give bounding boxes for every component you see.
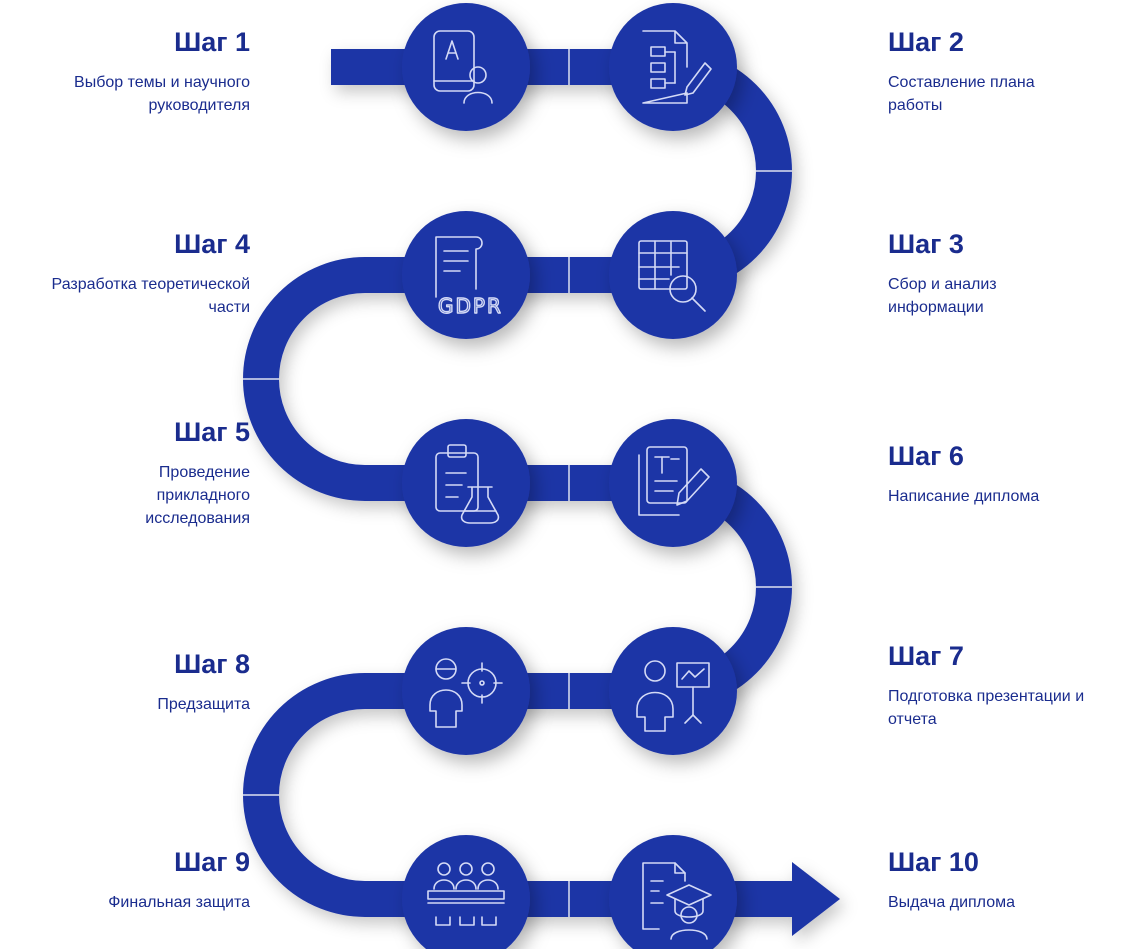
step-description: Составление плана работы	[888, 74, 1035, 114]
presenter-chart-icon	[636, 660, 710, 732]
clipboard-flask-icon	[435, 444, 500, 524]
step-title: Шаг 2	[888, 27, 964, 57]
step-9-circle	[402, 835, 530, 949]
step-4: Шаг 4 Разработка теоретической части	[0, 228, 250, 319]
document-plan-pencil-icon	[642, 30, 712, 104]
step-description: Разработка теоретической части	[51, 276, 250, 316]
step-7: Шаг 7 Подготовка презентации и отчета	[888, 640, 1136, 731]
step-5-circle	[402, 419, 530, 547]
document-graduate-icon	[642, 862, 712, 940]
step-1: Шаг 1 Выбор темы и научного руководителя	[0, 26, 250, 117]
step-description: Подготовка презентации и отчета	[888, 688, 1085, 728]
step-description: Финальная защита	[108, 894, 250, 911]
step-3: Шаг 3 Сбор и анализ информации	[888, 228, 1136, 319]
step-description: Проведение прикладного исследования	[145, 464, 250, 527]
gdpr-scroll-icon: GDPR	[435, 236, 503, 319]
step-8-circle	[402, 627, 530, 755]
student-id-icon	[433, 30, 493, 104]
svg-text:GDPR: GDPR	[438, 294, 503, 318]
step-description: Выдача диплома	[888, 894, 1015, 911]
person-target-icon	[429, 658, 503, 728]
step-10-circle	[609, 835, 737, 949]
step-4-circle: GDPR	[402, 211, 530, 339]
road-path	[243, 49, 840, 936]
step-title: Шаг 9	[174, 847, 250, 877]
documents-pen-icon	[638, 446, 710, 516]
table-magnifier-icon	[638, 240, 706, 312]
step-3-circle	[609, 211, 737, 339]
step-10: Шаг 10 Выдача диплома	[888, 846, 1136, 914]
step-6: Шаг 6 Написание диплома	[888, 440, 1136, 508]
step-title: Шаг 1	[174, 27, 250, 57]
step-9: Шаг 9 Финальная защита	[0, 846, 250, 914]
step-2: Шаг 2 Составление плана работы	[888, 26, 1136, 117]
road-separators	[243, 49, 792, 917]
step-description: Предзащита	[157, 696, 250, 713]
step-title: Шаг 3	[888, 229, 964, 259]
step-5: Шаг 5 Проведение прикладного исследовани…	[0, 416, 250, 530]
step-description: Выбор темы и научного руководителя	[74, 74, 250, 114]
step-6-circle	[609, 419, 737, 547]
step-description: Написание диплома	[888, 488, 1040, 505]
step-2-circle	[609, 3, 737, 131]
step-description: Сбор и анализ информации	[888, 276, 997, 316]
step-title: Шаг 10	[888, 847, 979, 877]
step-title: Шаг 8	[174, 649, 250, 679]
step-title: Шаг 5	[174, 417, 250, 447]
step-8: Шаг 8 Предзащита	[0, 648, 250, 716]
step-title: Шаг 6	[888, 441, 964, 471]
step-1-circle	[402, 3, 530, 131]
step-title: Шаг 4	[174, 229, 250, 259]
step-title: Шаг 7	[888, 641, 964, 671]
arrow-head	[792, 862, 840, 936]
committee-table-icon	[427, 862, 505, 926]
step-7-circle	[609, 627, 737, 755]
